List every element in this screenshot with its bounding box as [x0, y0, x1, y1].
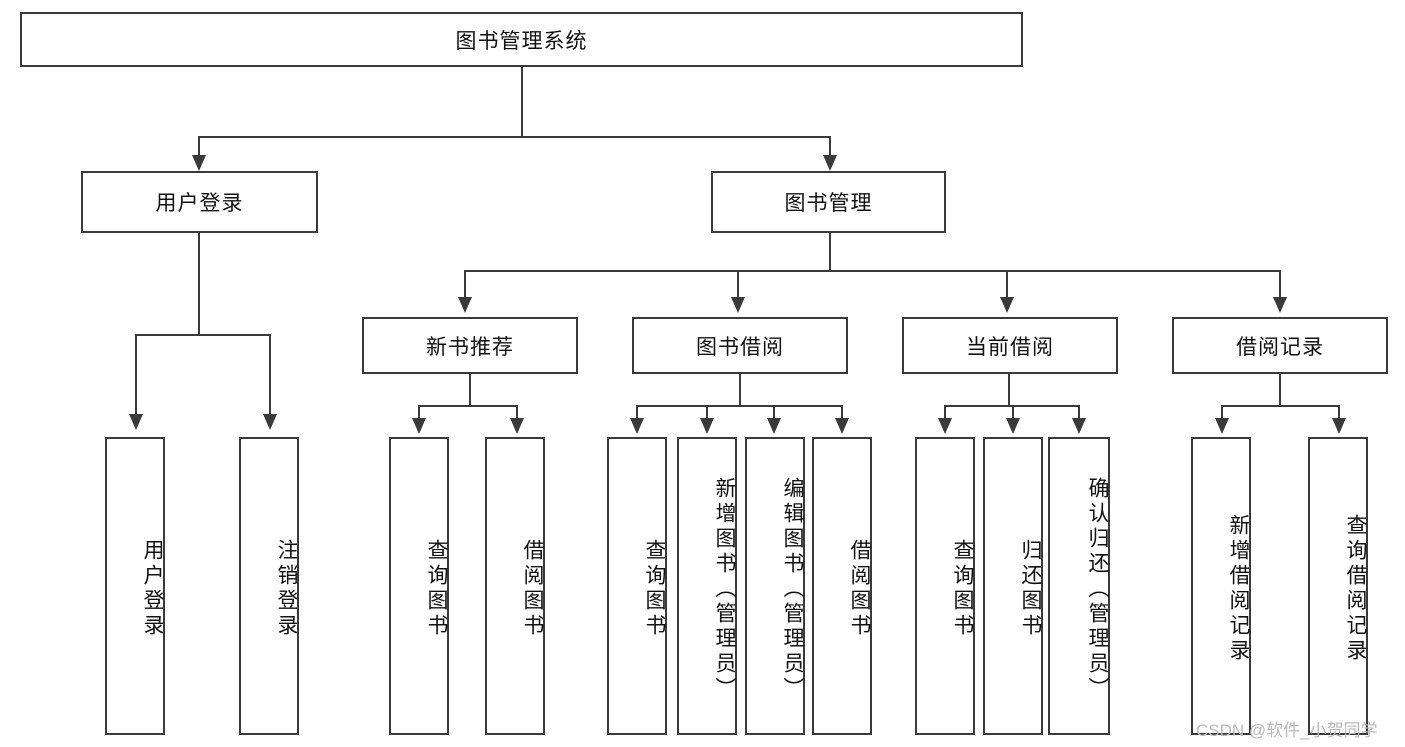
edge-bm-to-book-borrow [737, 270, 739, 301]
node-label: 用户登录 [155, 192, 244, 215]
arrow-down-icon [1332, 418, 1346, 434]
node-label: 查询借阅记录 [1344, 514, 1367, 664]
edge-root-bus [198, 136, 831, 138]
arrow-down-icon [1000, 297, 1014, 313]
arrow-down-icon [412, 418, 426, 434]
node-label: 归还图书 [1019, 539, 1042, 639]
arrow-down-icon [731, 297, 745, 313]
edge-nb-to-leaf-2 [516, 405, 518, 423]
arrow-down-icon [1215, 418, 1229, 434]
leaf-current-borrow-confirm-return[interactable]: 确认归还（管理员） [1048, 437, 1110, 735]
edge-borrow-record-stem [1279, 374, 1281, 406]
node-label: 查询图书 [425, 539, 448, 639]
node-label: 新书推荐 [426, 335, 514, 359]
arrow-down-icon [767, 418, 781, 434]
arrow-down-icon [192, 155, 206, 171]
edge-root-to-book-management [829, 136, 831, 160]
edge-bb-to-leaf-2 [706, 405, 708, 423]
edge-user-login-to-leaf-2 [269, 334, 271, 418]
node-label: 借阅图书 [848, 539, 871, 639]
node-book-management[interactable]: 图书管理 [711, 171, 946, 233]
edge-br-to-leaf-2 [1338, 405, 1340, 423]
leaf-current-borrow-query[interactable]: 查询图书 [915, 437, 975, 735]
arrow-down-icon [823, 155, 837, 171]
edge-book-borrow-stem [739, 374, 741, 406]
node-label: 新增借阅记录 [1227, 514, 1250, 664]
node-label: 借阅图书 [521, 539, 544, 639]
edge-bm-to-borrow-record [1279, 270, 1281, 301]
node-label: 当前借阅 [966, 335, 1054, 359]
edge-root-stem [521, 67, 523, 137]
node-new-book-recommend[interactable]: 新书推荐 [362, 317, 578, 374]
node-label: 注销登录 [275, 539, 298, 639]
arrow-down-icon [1006, 418, 1020, 434]
arrow-down-icon [129, 414, 143, 430]
edge-borrow-record-bus [1221, 405, 1340, 407]
edge-new-book-stem [469, 374, 471, 406]
leaf-new-book-borrow[interactable]: 借阅图书 [485, 437, 545, 735]
edge-book-borrow-bus [636, 405, 843, 407]
leaf-book-borrow-borrow[interactable]: 借阅图书 [812, 437, 872, 735]
node-label: 借阅记录 [1236, 335, 1324, 359]
edge-user-login-bus [135, 334, 270, 336]
arrow-down-icon [263, 414, 277, 430]
arrow-down-icon [458, 297, 472, 313]
edge-current-borrow-stem [1008, 374, 1010, 406]
edge-cb-to-leaf-3 [1078, 405, 1080, 423]
arrow-down-icon [510, 418, 524, 434]
node-borrow-record[interactable]: 借阅记录 [1172, 317, 1388, 374]
node-label: 图书管理 [784, 192, 873, 215]
node-root-book-management-system[interactable]: 图书管理系统 [20, 12, 1023, 67]
edge-bm-to-new-book [464, 270, 466, 301]
leaf-book-borrow-add[interactable]: 新增图书（管理员） [677, 437, 737, 735]
node-user-login[interactable]: 用户登录 [81, 171, 318, 233]
leaf-current-borrow-return[interactable]: 归还图书 [983, 437, 1043, 735]
edge-br-to-leaf-1 [1221, 405, 1223, 423]
node-label: 用户登录 [141, 539, 164, 639]
node-label: 图书借阅 [696, 335, 784, 359]
leaf-borrow-record-query[interactable]: 查询借阅记录 [1308, 437, 1368, 735]
edge-book-management-stem [829, 233, 831, 272]
arrow-down-icon [835, 418, 849, 434]
node-book-borrow[interactable]: 图书借阅 [632, 317, 848, 374]
edge-new-book-bus [418, 405, 518, 407]
edge-bb-to-leaf-4 [841, 405, 843, 423]
edge-cb-to-leaf-2 [1012, 405, 1014, 423]
node-label: 查询图书 [643, 539, 666, 639]
node-label: 新增图书（管理员） [713, 476, 736, 702]
leaf-borrow-record-add[interactable]: 新增借阅记录 [1191, 437, 1251, 735]
edge-bb-to-leaf-1 [636, 405, 638, 423]
node-label: 确认归还（管理员） [1086, 476, 1109, 702]
edge-bm-to-current-borrow [1006, 270, 1008, 301]
node-label: 图书管理系统 [455, 29, 588, 53]
arrow-down-icon [1072, 418, 1086, 434]
arrow-down-icon [630, 418, 644, 434]
node-label: 编辑图书（管理员） [781, 476, 804, 702]
edge-bb-to-leaf-3 [773, 405, 775, 423]
leaf-book-borrow-query[interactable]: 查询图书 [607, 437, 667, 735]
node-label: 查询图书 [951, 539, 974, 639]
node-current-borrow[interactable]: 当前借阅 [902, 317, 1118, 374]
leaf-new-book-query[interactable]: 查询图书 [389, 437, 449, 735]
leaf-user-login-login[interactable]: 用户登录 [105, 437, 165, 735]
edge-root-to-user-login [198, 136, 200, 160]
leaf-user-login-logout[interactable]: 注销登录 [239, 437, 299, 735]
edge-nb-to-leaf-1 [418, 405, 420, 423]
csdn-watermark: CSDN @软件_小贺同学 [1196, 721, 1378, 740]
arrow-down-icon [938, 418, 952, 434]
arrow-down-icon [700, 418, 714, 434]
edge-book-management-bus [464, 270, 1281, 272]
arrow-down-icon [1273, 297, 1287, 313]
edge-user-login-to-leaf-1 [135, 334, 137, 418]
edge-cb-to-leaf-1 [944, 405, 946, 423]
edge-user-login-stem [198, 233, 200, 335]
leaf-book-borrow-edit[interactable]: 编辑图书（管理员） [745, 437, 805, 735]
